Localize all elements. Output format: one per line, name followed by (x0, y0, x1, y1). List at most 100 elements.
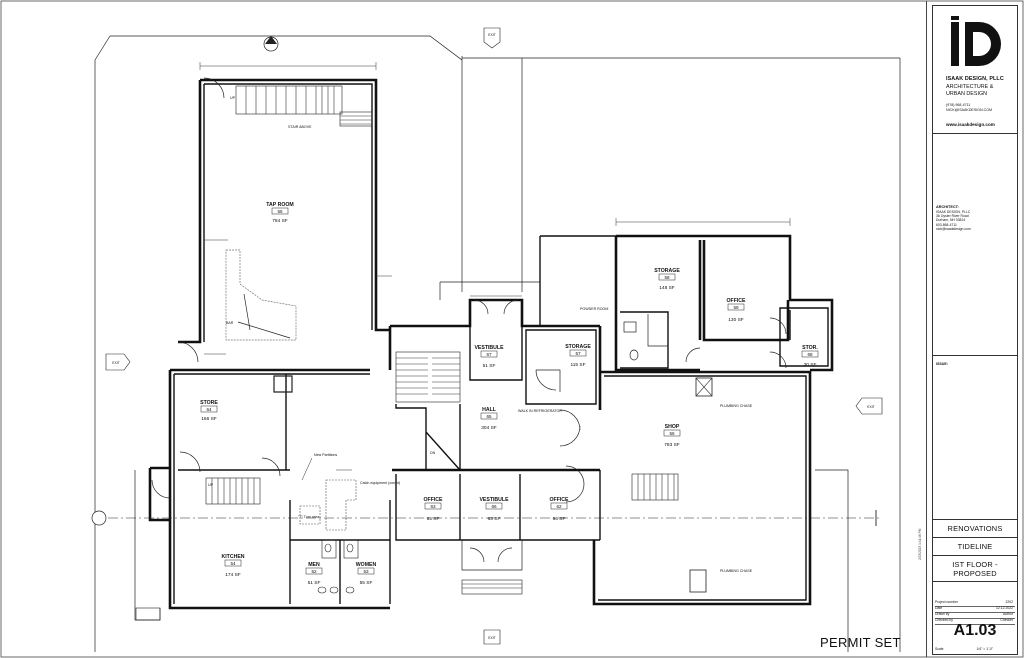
project-client: TIDELINE (933, 538, 1017, 556)
powder-room-walls (620, 311, 669, 369)
sheet-divider (926, 1, 927, 657)
svg-text:62: 62 (556, 504, 562, 509)
men-stall (321, 539, 337, 559)
hall-south-wall (459, 404, 598, 471)
exit-marker-left: EXIT (105, 353, 131, 371)
note-t-turn: "T" Turn area (298, 515, 319, 519)
west-wing-inner (173, 373, 370, 604)
firm-website[interactable]: www.isaakdesign.com (946, 122, 995, 127)
site-outline (94, 35, 523, 652)
room-tag-store: STORE 64 166 SF (200, 400, 218, 422)
note-new-partitions-leader (301, 457, 313, 481)
bar-leaders (237, 293, 291, 339)
architect-details: ISAAK DESIGN, PLLC 36 Oyster River Road … (936, 210, 1014, 231)
svg-text:55 SF: 55 SF (360, 580, 373, 586)
tap-room-inner-walls (203, 83, 373, 342)
kitchen-ramp (134, 470, 161, 621)
walk-in-door (535, 369, 561, 392)
drawn-by-value: Author (1003, 612, 1013, 616)
room-tag-shop: SHOP 56 783 SF (663, 424, 681, 448)
column (273, 375, 293, 393)
svg-text:166 SF: 166 SF (201, 416, 217, 422)
title-block: ISAAK DESIGN, PLLC ARCHITECTURE & URBAN … (932, 5, 1018, 655)
svg-text:63: 63 (430, 504, 436, 509)
plumbing-chase-north-x (695, 377, 713, 397)
store-kitchen-partition (178, 374, 290, 471)
note-plumbing-chase-north: PLUMBING CHASE (720, 404, 753, 408)
svg-text:VESTIBULE: VESTIBULE (474, 345, 504, 351)
drawn-by-label: Drawn by (935, 612, 950, 616)
room-tag-women: WOMEN 53 55 SF (356, 562, 377, 586)
title-block-logo-cell: ISAAK DESIGN, PLLC ARCHITECTURE & URBAN … (933, 6, 1017, 134)
men-toilet (324, 543, 332, 553)
note-catch-equipment: Catch equipment (cont'd) (360, 481, 400, 485)
svg-text:57: 57 (575, 351, 581, 356)
east-wing-north-walls (614, 234, 834, 372)
shop-door-swings (559, 409, 585, 503)
svg-text:304 SF: 304 SF (481, 425, 497, 431)
project-number-row: Project number 2202 (935, 600, 1015, 607)
date-label: Date (935, 606, 943, 610)
svg-text:54: 54 (230, 561, 236, 566)
sheet-title-line-2: PROPOSED (953, 569, 997, 578)
firm-phone: (978) 968-4711 (946, 103, 971, 107)
architect-addr1: 36 Oyster River Road (936, 214, 969, 219)
note-stair-above: STAIR ABOVE (288, 125, 312, 129)
svg-text:52: 52 (311, 569, 317, 574)
svg-text:STORAGE: STORAGE (565, 344, 591, 350)
svg-text:OFFICE: OFFICE (549, 497, 569, 503)
title-block-issue-cell: ISSUE: (933, 356, 1017, 520)
checked-by-value: Checker (1000, 618, 1013, 622)
tap-room-stair (235, 85, 373, 127)
storage-57-canopy (539, 235, 617, 326)
kitchen-exterior-door (151, 479, 171, 499)
powder-room-sink (623, 321, 637, 333)
room-tag-stor-68: STOR. 68 30 SF (801, 345, 818, 368)
sheet-title: IST FLOOR - PROPOSED (933, 556, 1017, 582)
firm-email: NICK@ISAAKDESIGN.COM (946, 107, 992, 112)
firm-contact: (978) 968-4711 NICK@ISAAKDESIGN.COM (946, 103, 1016, 112)
west-wing-walls (148, 368, 390, 610)
svg-text:51 SF: 51 SF (308, 580, 321, 586)
title-block-architect-cell: ARCHITECT: ISAAK DESIGN, PLLC 36 Oyster … (933, 134, 1017, 356)
room-tag-storage-57: STORAGE 57 115 SF (565, 344, 591, 368)
svg-text:783 SF: 783 SF (664, 442, 680, 448)
kitchen-stair (205, 477, 261, 505)
svg-text:30 SF: 30 SF (804, 362, 817, 368)
svg-text:784 SF: 784 SF (272, 218, 288, 224)
south-canopy (461, 540, 523, 571)
date-value: 12.12.2022 (996, 606, 1013, 610)
note-new-partitions: New Partitions (314, 453, 337, 457)
north-entry-doors (473, 299, 519, 315)
south-steps (461, 579, 523, 595)
restroom-walls (289, 500, 391, 604)
svg-text:66: 66 (491, 504, 497, 509)
checked-by-row: Checked by Checker (935, 618, 1015, 625)
site-outline-east (522, 57, 901, 652)
room-tag-men: MEN 52 51 SF (305, 562, 323, 586)
shop-walls (592, 370, 812, 606)
men-sink-2 (329, 586, 339, 594)
sheet-title-line-1: IST FLOOR - (952, 560, 998, 569)
permit-set-label: PERMIT SET (820, 635, 901, 650)
sheet-number: A1.03 (953, 622, 997, 639)
hall-stair (395, 351, 461, 403)
vestibule-storage-walls (469, 326, 597, 405)
project-name: RENOVATIONS (933, 520, 1017, 538)
architect-email: nick@isaakdesign.com (936, 226, 971, 231)
dim-east-wing-width (615, 218, 791, 226)
women-sink (345, 586, 355, 594)
svg-text:STOR.: STOR. (802, 345, 818, 351)
svg-text:65: 65 (486, 414, 492, 419)
central-north-walls (388, 298, 602, 410)
svg-text:STORE: STORE (200, 400, 218, 406)
svg-text:148 SF: 148 SF (659, 285, 675, 291)
svg-text:KITCHEN: KITCHEN (221, 554, 244, 560)
svg-text:58: 58 (664, 275, 670, 280)
isaak-design-logo (951, 16, 1001, 66)
plumbing-chase-north (695, 377, 713, 397)
south-entry-doors (469, 547, 513, 563)
note-powder-room: POWDER ROOM (580, 307, 608, 311)
svg-text:115 SF: 115 SF (570, 362, 585, 368)
note-up-kitchen: UP (208, 483, 214, 487)
